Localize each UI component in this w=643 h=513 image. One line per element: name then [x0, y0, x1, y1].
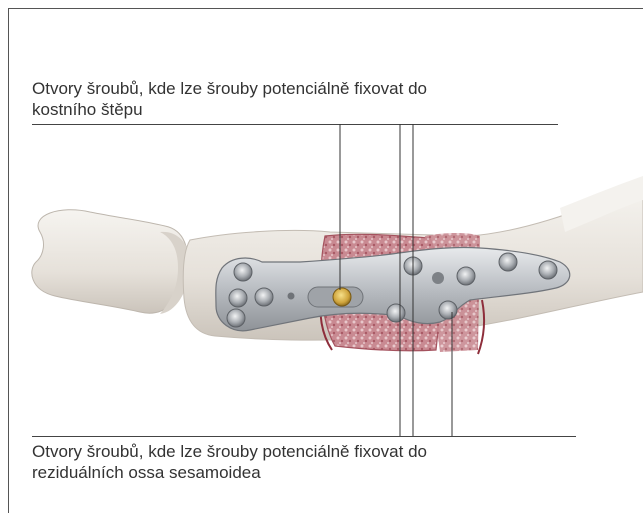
screw	[457, 267, 475, 285]
screw	[387, 304, 405, 322]
screw	[432, 272, 444, 284]
callout-bottom-rule	[32, 436, 576, 437]
callout-bottom-line1: Otvory šroubů, kde lze šrouby potenciáln…	[32, 441, 427, 462]
screw	[539, 261, 557, 279]
callout-bottom-text: Otvory šroubů, kde lze šrouby potenciáln…	[32, 441, 427, 483]
screw-gold	[333, 288, 351, 306]
screw	[227, 309, 245, 327]
screw	[499, 253, 517, 271]
screw	[229, 289, 247, 307]
screw	[439, 301, 457, 319]
screw	[255, 288, 273, 306]
proximal-phalanx-bone	[32, 210, 190, 314]
screw	[234, 263, 252, 281]
callout-bottom-line2: reziduálních ossa sesamoidea	[32, 462, 427, 483]
